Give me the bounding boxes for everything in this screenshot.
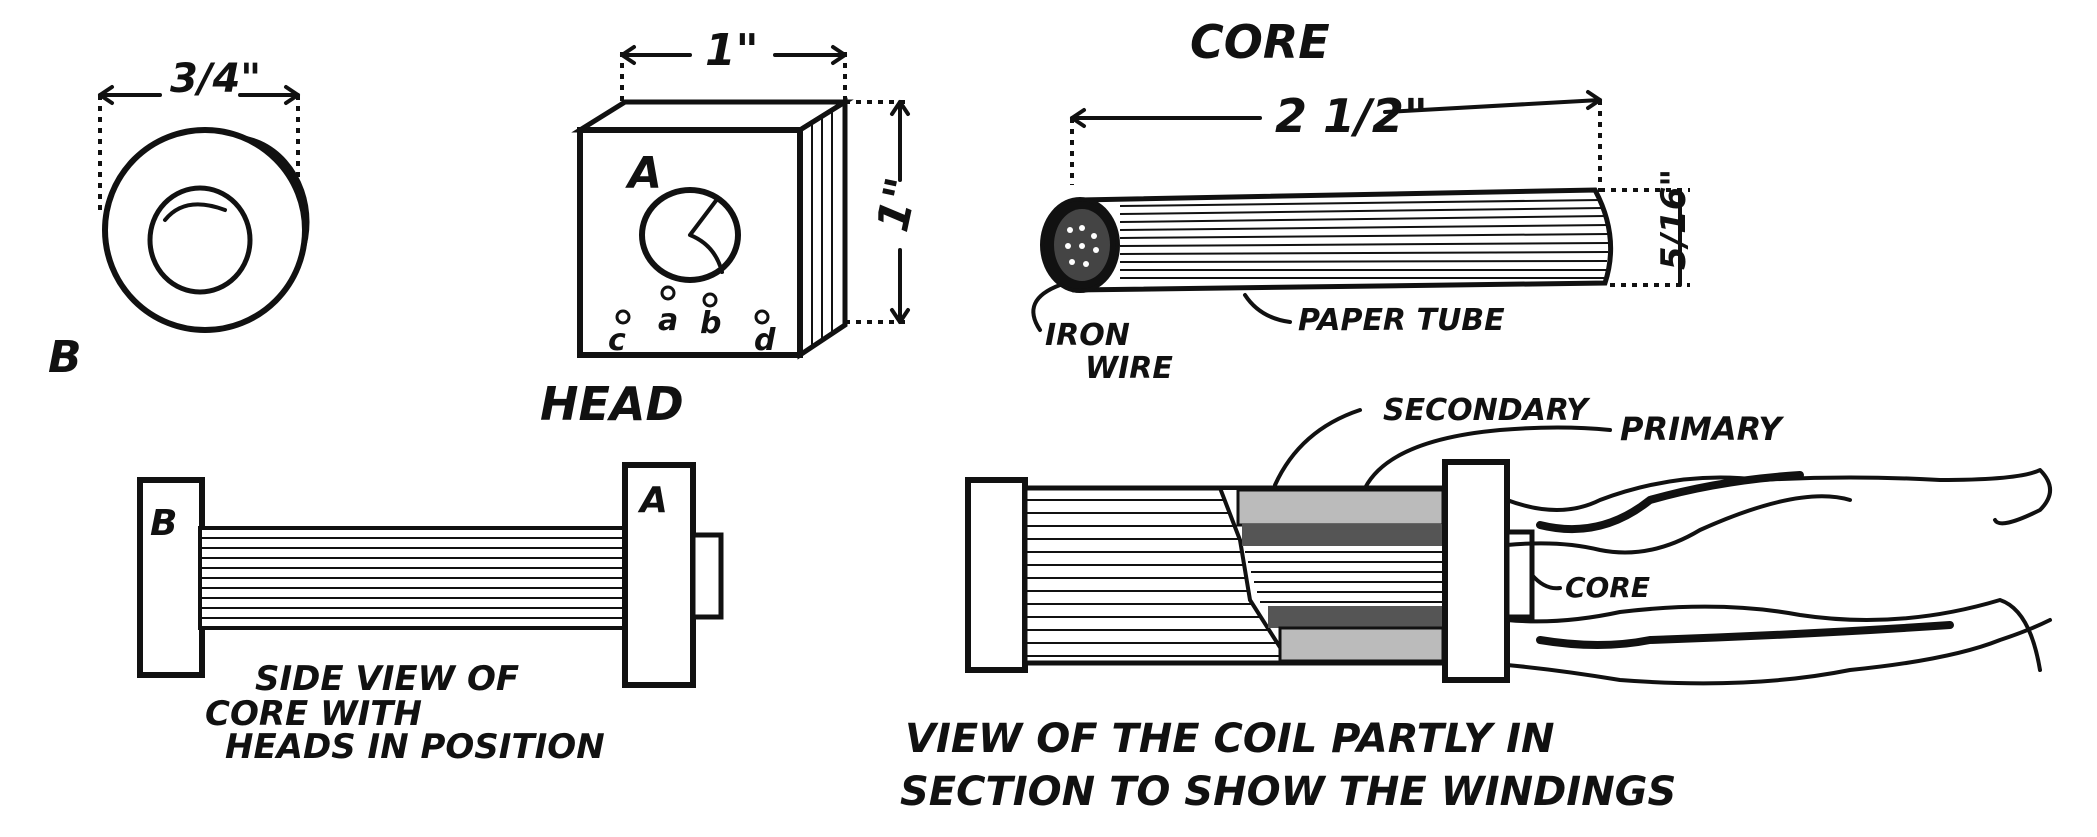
hole-b-label: b xyxy=(700,306,721,341)
iron-wire-label-line2: WIRE xyxy=(1085,351,1173,386)
core-diameter-dimension: 5/16" xyxy=(1654,169,1694,270)
hole-c-label: c xyxy=(608,323,626,358)
head-block: 1" 1" A a b c d HEAD xyxy=(540,25,928,431)
coil-caption-line2: SECTION TO SHOW THE WINDINGS xyxy=(900,769,1676,815)
side-view-caption-line1: SIDE VIEW OF xyxy=(255,659,519,699)
hole-d-label: d xyxy=(754,323,776,358)
secondary-label: SECONDARY xyxy=(1383,393,1591,428)
washer-letter: B xyxy=(48,332,82,383)
iron-wire-label-line1: IRON xyxy=(1045,318,1130,353)
side-view-caption-line2: CORE WITH xyxy=(205,694,422,734)
primary-label: PRIMARY xyxy=(1620,410,1784,448)
paper-tube-label: PAPER TUBE xyxy=(1298,303,1505,338)
coil-caption-line1: VIEW OF THE COIL PARTLY IN xyxy=(905,716,1555,762)
side-view-caption-line3: HEADS IN POSITION xyxy=(225,727,605,767)
coil-core-label: CORE xyxy=(1565,571,1650,604)
head-letter: A xyxy=(625,148,662,199)
core-title: CORE xyxy=(1190,15,1330,69)
core-rod: CORE 2 1/2" 5/16" xyxy=(1031,15,1694,386)
side-view-b-letter: B xyxy=(150,503,177,544)
core-length-dimension: 2 1/2" xyxy=(1275,89,1428,143)
head-height-dimension: 1" xyxy=(867,173,928,236)
side-view: B A SIDE VIEW OF CORE WITH HEADS IN POSI… xyxy=(137,462,724,767)
washer-dimension: 3/4" xyxy=(170,56,261,102)
head-caption: HEAD xyxy=(540,377,684,431)
hole-a-label: a xyxy=(658,303,678,338)
washer-b: 3/4" B xyxy=(48,56,310,383)
head-width-dimension: 1" xyxy=(705,25,759,76)
side-view-a-letter: A xyxy=(637,480,668,521)
coil-section-view: SECONDARY PRIMARY CORE VIEW OF THE COIL … xyxy=(900,393,2052,815)
